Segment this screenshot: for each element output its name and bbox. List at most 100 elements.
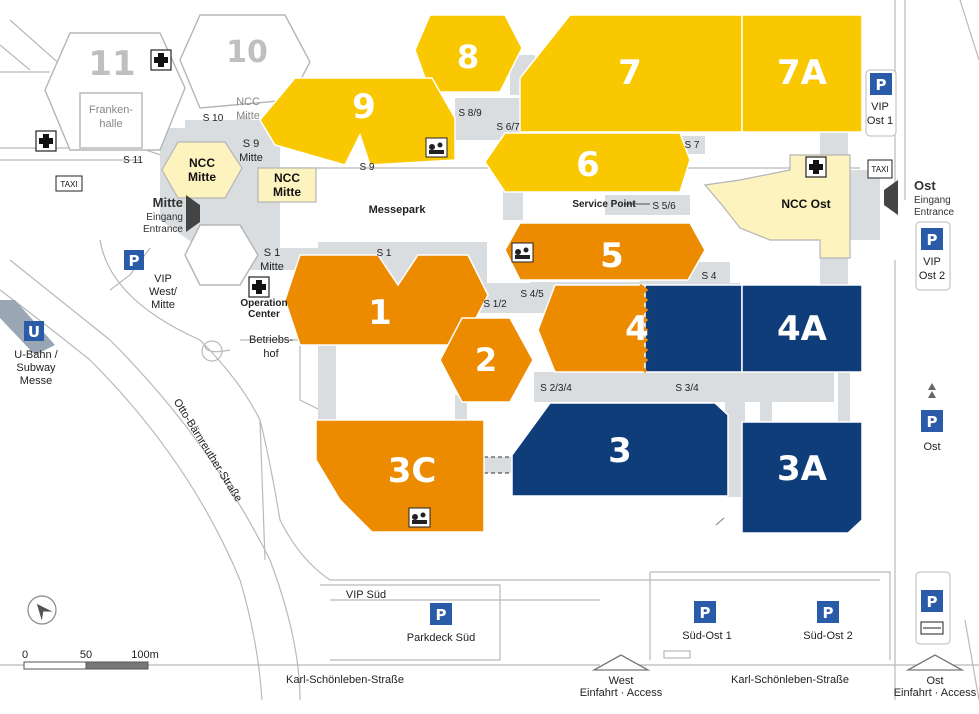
connector-s34: S 3/4 xyxy=(675,383,699,394)
ncc-buildings[interactable] xyxy=(161,141,851,259)
vip-west-label-3: Mitte xyxy=(151,299,175,311)
ncc-ost[interactable] xyxy=(703,154,851,259)
connector-s11: S 11 xyxy=(123,155,143,166)
hall-8-number: 8 xyxy=(457,38,479,76)
parking-parkdeck-sued[interactable]: P Parkdeck Süd xyxy=(407,603,475,644)
messepark-label: Messepark xyxy=(369,204,427,216)
entrance-mitte[interactable]: Mitte Eingang Entrance xyxy=(143,195,200,235)
access-west[interactable]: West Einfahrt · Access xyxy=(580,654,663,699)
hall-4-blue-part[interactable] xyxy=(644,284,743,373)
yellow-halls[interactable] xyxy=(259,14,863,193)
betriebshof-label-2: hof xyxy=(263,348,279,360)
street-otto-baernreuther: Otto-Bärnreuther-Straße xyxy=(171,397,244,504)
connector-s10: S 10 xyxy=(203,113,224,124)
service-point-label: Service Point xyxy=(572,199,636,210)
scale-label-0: 0 xyxy=(22,649,28,661)
visitor-service-icon-5 xyxy=(511,242,534,263)
entrance-ost[interactable]: Ost Eingang Entrance xyxy=(884,178,954,218)
access-west-label-1: West xyxy=(609,675,634,687)
connector-s4: S 4 xyxy=(701,271,716,282)
ncc-mitte-b-label-2: Mitte xyxy=(273,185,301,199)
vip-west-label-2: West/ xyxy=(149,286,178,298)
hall-9-number: 9 xyxy=(352,87,376,127)
ubahn-station[interactable]: U U-Bahn / Subway Messe xyxy=(0,300,59,387)
connector-s7: S 7 xyxy=(684,140,699,151)
connector-s45: S 4/5 xyxy=(520,289,544,300)
orange-halls[interactable] xyxy=(284,222,706,533)
hall-4a[interactable] xyxy=(741,284,863,373)
hall-3c[interactable] xyxy=(315,419,485,533)
connector-s89: S 8/9 xyxy=(458,108,482,119)
ubahn-u: U xyxy=(28,323,40,341)
s1-mitte-label-1: S 1 xyxy=(264,247,281,259)
s9-mitte-label-1: S 9 xyxy=(243,138,260,150)
ubahn-icon xyxy=(24,321,44,341)
ubahn-label-1: U-Bahn / xyxy=(14,349,58,361)
visitor-service-icon-9 xyxy=(425,137,448,158)
access-ost-label-2: Einfahrt · Access xyxy=(894,687,977,699)
parkdeck-sued-label: Parkdeck Süd xyxy=(407,632,475,644)
parking-p-icon: P xyxy=(876,76,887,94)
navy-halls[interactable] xyxy=(511,284,863,534)
access-west-label-2: Einfahrt · Access xyxy=(580,687,663,699)
hall-11-number: 11 xyxy=(88,44,135,84)
ncc-ost-label: NCC Ost xyxy=(781,197,830,211)
betriebshof-label-1: Betriebs- xyxy=(249,334,293,346)
ubahn-label-3: Messe xyxy=(20,375,52,387)
hall-3[interactable] xyxy=(511,402,729,497)
first-aid-icon xyxy=(248,276,270,298)
vip-ost1-label-1: VIP xyxy=(871,101,889,113)
hall-3a[interactable] xyxy=(741,421,863,534)
hall-7-number: 7 xyxy=(618,53,642,93)
road-mark xyxy=(715,517,725,526)
first-aid-icon xyxy=(35,130,57,152)
parking-ost[interactable]: P Ost xyxy=(921,383,943,453)
access-ost-label-1: Ost xyxy=(926,675,943,687)
scale-bar: 0 50 100m xyxy=(22,649,159,670)
hall-4-orange-part[interactable] xyxy=(537,284,646,373)
frankenhalle-label-1: Franken- xyxy=(89,104,133,116)
vip-ost2-label-2: Ost 2 xyxy=(919,270,945,282)
parking-vip-ost-2[interactable]: P VIP Ost 2 xyxy=(915,221,951,291)
parking-vip-ost-1[interactable]: P VIP Ost 1 xyxy=(865,69,897,137)
connector-s56: S 5/6 xyxy=(652,201,676,212)
ncc-mitte-b-label-1: NCC xyxy=(274,171,300,185)
hall-2[interactable] xyxy=(439,317,534,403)
hall-9[interactable] xyxy=(259,77,456,166)
hall-5-number: 5 xyxy=(600,236,624,276)
hall-4-number: 4 xyxy=(625,309,649,349)
scale-label-100: 100m xyxy=(131,649,159,661)
hall-7[interactable] xyxy=(519,14,743,133)
ncc-mitte-a-label-1: NCC xyxy=(189,156,215,170)
hall-7a[interactable] xyxy=(741,14,863,133)
connector-s234: S 2/3/4 xyxy=(540,383,572,394)
hall-4-seam xyxy=(637,283,649,373)
parking-sued-ost-2[interactable]: P Süd-Ost 2 xyxy=(803,601,853,642)
access-ost[interactable]: Ost Einfahrt · Access xyxy=(894,654,977,699)
hall-5[interactable] xyxy=(504,222,706,281)
entrance-ost-entrance: Entrance xyxy=(914,207,954,218)
ncc-mitte-hex[interactable] xyxy=(161,141,243,199)
connector-s12: S 1/2 xyxy=(483,299,507,310)
street-karl-schoenleben-east: Karl-Schönleben-Straße xyxy=(731,674,849,686)
parking-bus[interactable]: P xyxy=(915,571,951,645)
hall-6[interactable] xyxy=(484,132,691,193)
parking-sued-ost-1[interactable]: P Süd-Ost 1 xyxy=(682,601,732,642)
entrance-mitte-entrance: Entrance xyxy=(143,224,183,235)
taxi-icon: TAXI xyxy=(55,175,83,192)
parking-vip-west-mitte[interactable]: P VIP West/ Mitte xyxy=(124,250,178,311)
s9-mitte-label-2: Mitte xyxy=(239,152,263,164)
ncc-mitte-grey-label-2: Mitte xyxy=(236,110,260,122)
grey-halls xyxy=(44,14,311,286)
hall-1[interactable] xyxy=(284,254,489,346)
first-aid-icon xyxy=(805,156,827,178)
parking-p-icon: P xyxy=(927,231,938,249)
ncc-mitte-box[interactable] xyxy=(257,167,317,203)
entrance-ost-eingang: Eingang xyxy=(914,195,951,206)
hall-8[interactable] xyxy=(414,14,523,93)
hall-3-number: 3 xyxy=(608,431,632,471)
frankenhalle-shape xyxy=(79,92,143,149)
connector-s67: S 6/7 xyxy=(496,122,520,133)
hall-4a-number: 4A xyxy=(777,309,828,349)
link-3c-3 xyxy=(484,456,514,474)
